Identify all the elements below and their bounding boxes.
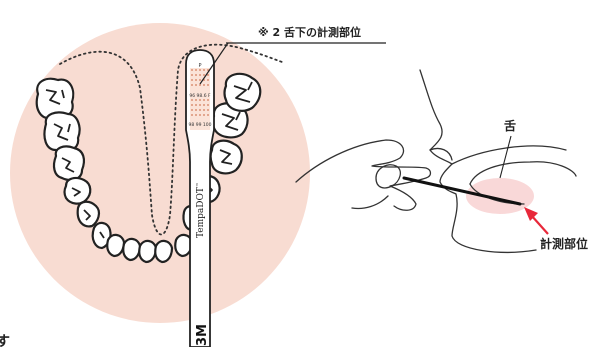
hand-finger-line [352,196,388,209]
sensor-dot [191,79,193,81]
sensor-dot [195,99,197,101]
thermometer-3m-logo: 3M [195,324,210,346]
sensor-dot [199,69,201,71]
sensor-dot [191,114,193,116]
palate-line [452,146,566,164]
sensor-dot [203,109,205,111]
sensor-dot [199,84,201,86]
sensor-dot [207,99,209,101]
sensor-dot [207,79,209,81]
tongue-label: 舌 [504,118,516,133]
sensor-dot [199,114,201,116]
sensor-dot [203,84,205,86]
molar-right-1 [225,74,261,111]
sensor-dot [207,114,209,116]
sensor-dot [203,114,205,116]
sensor-dot [195,109,197,111]
sensor-dot [203,99,205,101]
sensor-dot [195,79,197,81]
sensor-dot [207,109,209,111]
profile-measurement-figure: 舌 計測部位 [296,70,588,252]
molar-left-3 [54,146,84,180]
dot-matrix-sensor [190,68,210,130]
sensor-dot [207,104,209,106]
sensor-top-mark: P [198,63,201,69]
sensor-dot [207,84,209,86]
sensor-dot [199,104,201,106]
sensor-dot [195,74,197,76]
partial-caption: す [0,334,10,347]
callout-label: ※ 2 舌下の計測部位 [258,25,361,39]
sensor-dot [203,74,205,76]
sensor-dot [191,99,193,101]
sensor-dot [207,74,209,76]
site-label: 計測部位 [540,236,588,251]
premolar-left-2 [78,202,99,227]
sensor-dot [199,79,201,81]
thermometer-brand-text: TempaDOT™ [196,182,206,238]
sensor-dot [191,74,193,76]
sensor-dot [203,104,205,106]
sensor-dot [195,114,197,116]
premolar-left-1 [65,178,91,204]
molar-right-3 [211,141,242,174]
sensor-dot [191,69,193,71]
sensor-scale-text-1: 96 98.6 F [189,93,211,99]
hand-outline [296,140,431,210]
sensor-dot [199,109,201,111]
sensor-scale-text-2: 98 99 100 [189,122,212,128]
sensor-dot [191,84,193,86]
face-profile [420,70,536,252]
sensor-dot [199,74,201,76]
sensor-dot [195,84,197,86]
molar-left-2 [44,112,79,151]
thermometer-strip: P 96 98.6 F 98 99 100 TempaDOT™ 3M [186,50,214,347]
sensor-dot [195,69,197,71]
lower-jaw-figure: P 96 98.6 F 98 99 100 TempaDOT™ 3M ※ 2 舌… [0,23,386,347]
sensor-dot [191,104,193,106]
measurement-region-highlight [466,178,534,214]
sensor-dot [195,104,197,106]
sensor-dot [203,69,205,71]
sensor-dot [191,109,193,111]
tongue-leader-line [500,136,511,178]
sensor-dot [199,99,201,101]
site-arrow-shaft [531,215,548,234]
